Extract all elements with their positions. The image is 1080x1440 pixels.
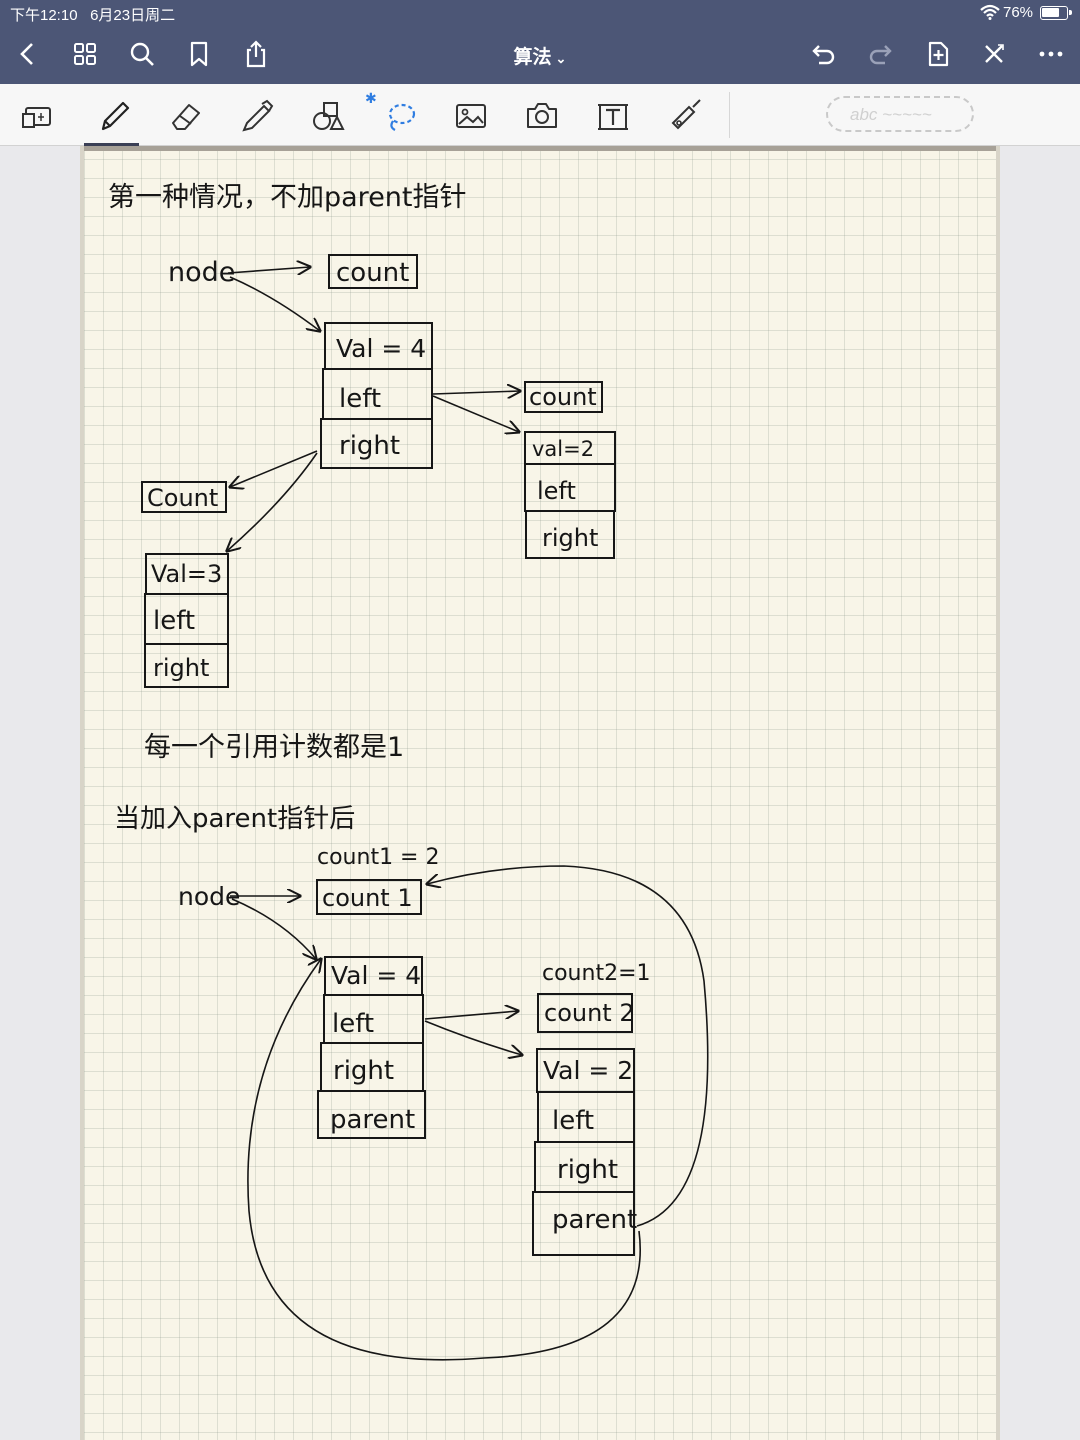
d2-count2-value: count2=1 [542, 961, 651, 986]
text-stamp-button[interactable]: abc ~~~~~ [826, 96, 974, 132]
thumbnails-icon[interactable] [67, 36, 103, 72]
d1-arrow-right-child [227, 452, 318, 551]
d1-arrow-node-count [227, 267, 310, 273]
status-date: 6月23日周二 [90, 7, 176, 24]
nav-bar: 算法⌄ [0, 26, 1080, 84]
d1-arrow-left-child [432, 395, 519, 432]
wifi-icon [980, 4, 1000, 20]
bookmark-icon[interactable] [181, 36, 217, 72]
d2-root-node: Val = 4 left right parent [317, 956, 426, 1139]
status-time: 下午12:10 6月23日周二 [10, 7, 176, 24]
camera-icon[interactable] [521, 96, 563, 136]
d2-arrow-left-count2 [424, 1011, 518, 1020]
d1-arrow-right-count [230, 450, 318, 487]
d1-left-child-node: Val=3 left right [144, 553, 229, 688]
status-bar: 下午12:10 6月23日周二 76% [0, 0, 1080, 26]
d1-right-count-box [524, 381, 603, 413]
d1-arrow-node-root [229, 276, 320, 331]
search-icon[interactable] [124, 36, 160, 72]
d2-arrow-parent-loop-to-root [247, 959, 641, 1361]
d1-left-child-left: left [153, 606, 195, 636]
more-icon[interactable] [1033, 36, 1069, 72]
d2-child-val: Val = 2 [543, 1056, 633, 1085]
d1-right-child-left: left [537, 477, 576, 505]
d2-arrow-child-parent-to-count1 [427, 865, 709, 1227]
heading-case-1: 第一种情况，不加parent指针 [108, 182, 467, 213]
d1-root-right: right [339, 431, 400, 461]
close-icon[interactable] [976, 36, 1012, 72]
handwriting-layer: 第一种情况，不加parent指针 node count Val = 4 left… [108, 182, 709, 1361]
d2-count1-value: count1 = 2 [317, 845, 439, 870]
d2-root-parent: parent [330, 1105, 415, 1135]
d2-child-right: right [557, 1155, 618, 1185]
share-icon[interactable] [238, 36, 274, 72]
pen-icon[interactable] [93, 96, 135, 136]
battery-percent: 76% [1003, 4, 1034, 21]
lasso-icon[interactable] [379, 96, 421, 136]
d2-node-label: node [178, 882, 240, 911]
d1-count-box [328, 254, 418, 289]
d1-root-left: left [339, 384, 381, 414]
d1-arrow-left-count [432, 391, 520, 394]
zoom-window-icon[interactable] [16, 96, 58, 136]
shapes-icon[interactable] [307, 96, 349, 136]
toolbar-divider [729, 92, 730, 138]
tool-bar: ✱ abc ~~~~~ [0, 84, 1080, 146]
d2-arrow-left-child [424, 1020, 522, 1055]
active-tool-indicator [84, 143, 139, 148]
d2-root-val: Val = 4 [331, 961, 421, 990]
remark-refcount: 每一个引用计数都是1 [144, 732, 404, 763]
notebook-title[interactable]: 算法⌄ [513, 47, 567, 68]
back-icon[interactable] [10, 36, 46, 72]
laser-pointer-icon[interactable] [664, 96, 706, 136]
d2-root-left: left [332, 1009, 374, 1039]
undo-icon[interactable] [806, 36, 842, 72]
d1-right-child-node: val=2 left right [524, 431, 616, 559]
redo-icon[interactable] [862, 36, 898, 72]
text-icon[interactable] [592, 96, 634, 136]
d2-child-node: Val = 2 left right parent [532, 1048, 637, 1256]
d1-right-child-val: val=2 [532, 437, 594, 461]
image-icon[interactable] [450, 96, 492, 136]
d1-left-child-val: Val=3 [151, 560, 222, 588]
d2-arrow-node-root [231, 898, 316, 959]
d1-left-child-right: right [153, 654, 209, 682]
d2-count1-label: count 1 [322, 884, 413, 912]
eraser-icon[interactable] [165, 96, 207, 136]
d2-child-parent: parent [552, 1205, 637, 1235]
battery-icon [1040, 6, 1072, 20]
add-page-icon[interactable] [920, 36, 956, 72]
heading-case-2: 当加入parent指针后 [114, 804, 355, 834]
d1-left-count-box [141, 481, 227, 513]
d1-root-val: Val = 4 [336, 334, 426, 363]
d1-left-count-label: Count [147, 484, 218, 512]
bluetooth-icon: ✱ [365, 90, 377, 106]
d2-root-right: right [333, 1056, 394, 1086]
note-page[interactable]: 第一种情况，不加parent指针 node count Val = 4 left… [84, 146, 996, 1440]
d2-count2-label: count 2 [544, 999, 635, 1027]
d2-count2-box [537, 993, 633, 1033]
d1-count-label: count [336, 258, 409, 288]
d1-right-child-right: right [542, 524, 598, 552]
d2-child-left: left [552, 1106, 594, 1136]
d1-root-node: Val = 4 left right [320, 322, 433, 469]
d1-right-count-label: count [529, 383, 597, 411]
d2-count1-box [316, 879, 422, 915]
highlighter-icon[interactable] [236, 96, 278, 136]
chevron-down-icon: ⌄ [555, 51, 567, 66]
d1-node-label: node [168, 257, 235, 288]
